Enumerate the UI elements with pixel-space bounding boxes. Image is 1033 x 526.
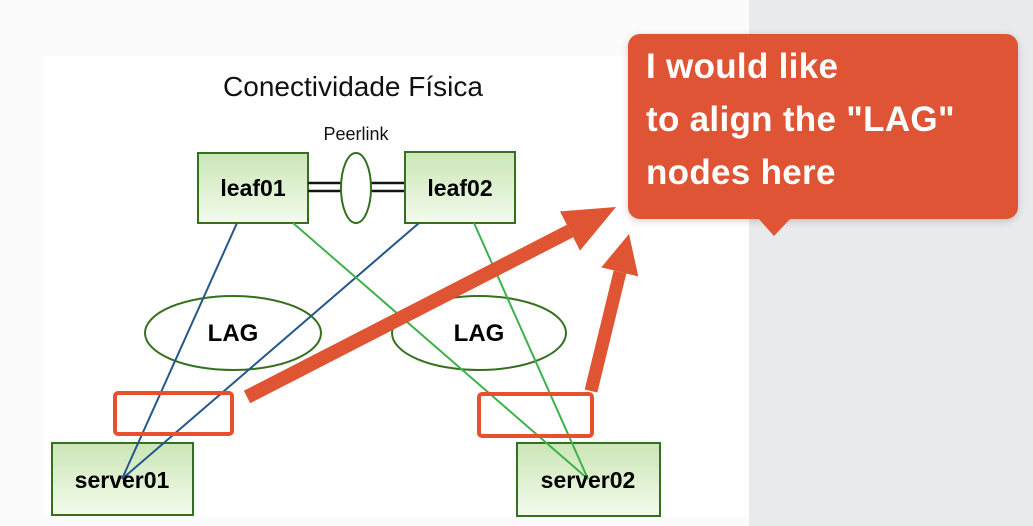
leaf02-node <box>404 151 516 224</box>
short-red-arrow <box>584 234 639 393</box>
bubble-text-line: I would like <box>646 47 839 86</box>
edge-leaf02-server01 <box>121 222 420 480</box>
highlight-rect-right <box>477 392 594 438</box>
diagram-title: Conectividade Física <box>223 71 483 102</box>
peerlink-label: Peerlink <box>323 124 389 144</box>
server01-label: server01 <box>75 467 170 493</box>
leaf02-label: leaf02 <box>427 175 492 201</box>
lag-left-ellipse <box>144 295 322 371</box>
long-red-arrow <box>243 207 616 404</box>
comment-bubble: I would like to align the "LAG" nodes he… <box>628 34 1018 236</box>
peerlink-double-line <box>308 181 404 193</box>
bubble-tail <box>758 218 791 236</box>
bubble-text-line: to align the "LAG" <box>646 100 955 139</box>
bubble-text-line: nodes here <box>646 153 836 192</box>
leaf01-label: leaf01 <box>220 175 285 201</box>
highlight-rect-left <box>113 391 234 436</box>
server02-node <box>516 442 661 517</box>
leaf01-node <box>197 152 309 224</box>
edge-leaf01-server01 <box>121 222 238 480</box>
server02-label: server02 <box>541 467 636 493</box>
peerlink-ellipse <box>340 152 372 224</box>
lag-left-label: LAG <box>208 320 259 347</box>
lag-right-ellipse <box>391 295 567 371</box>
lag-right-label: LAG <box>454 320 505 347</box>
